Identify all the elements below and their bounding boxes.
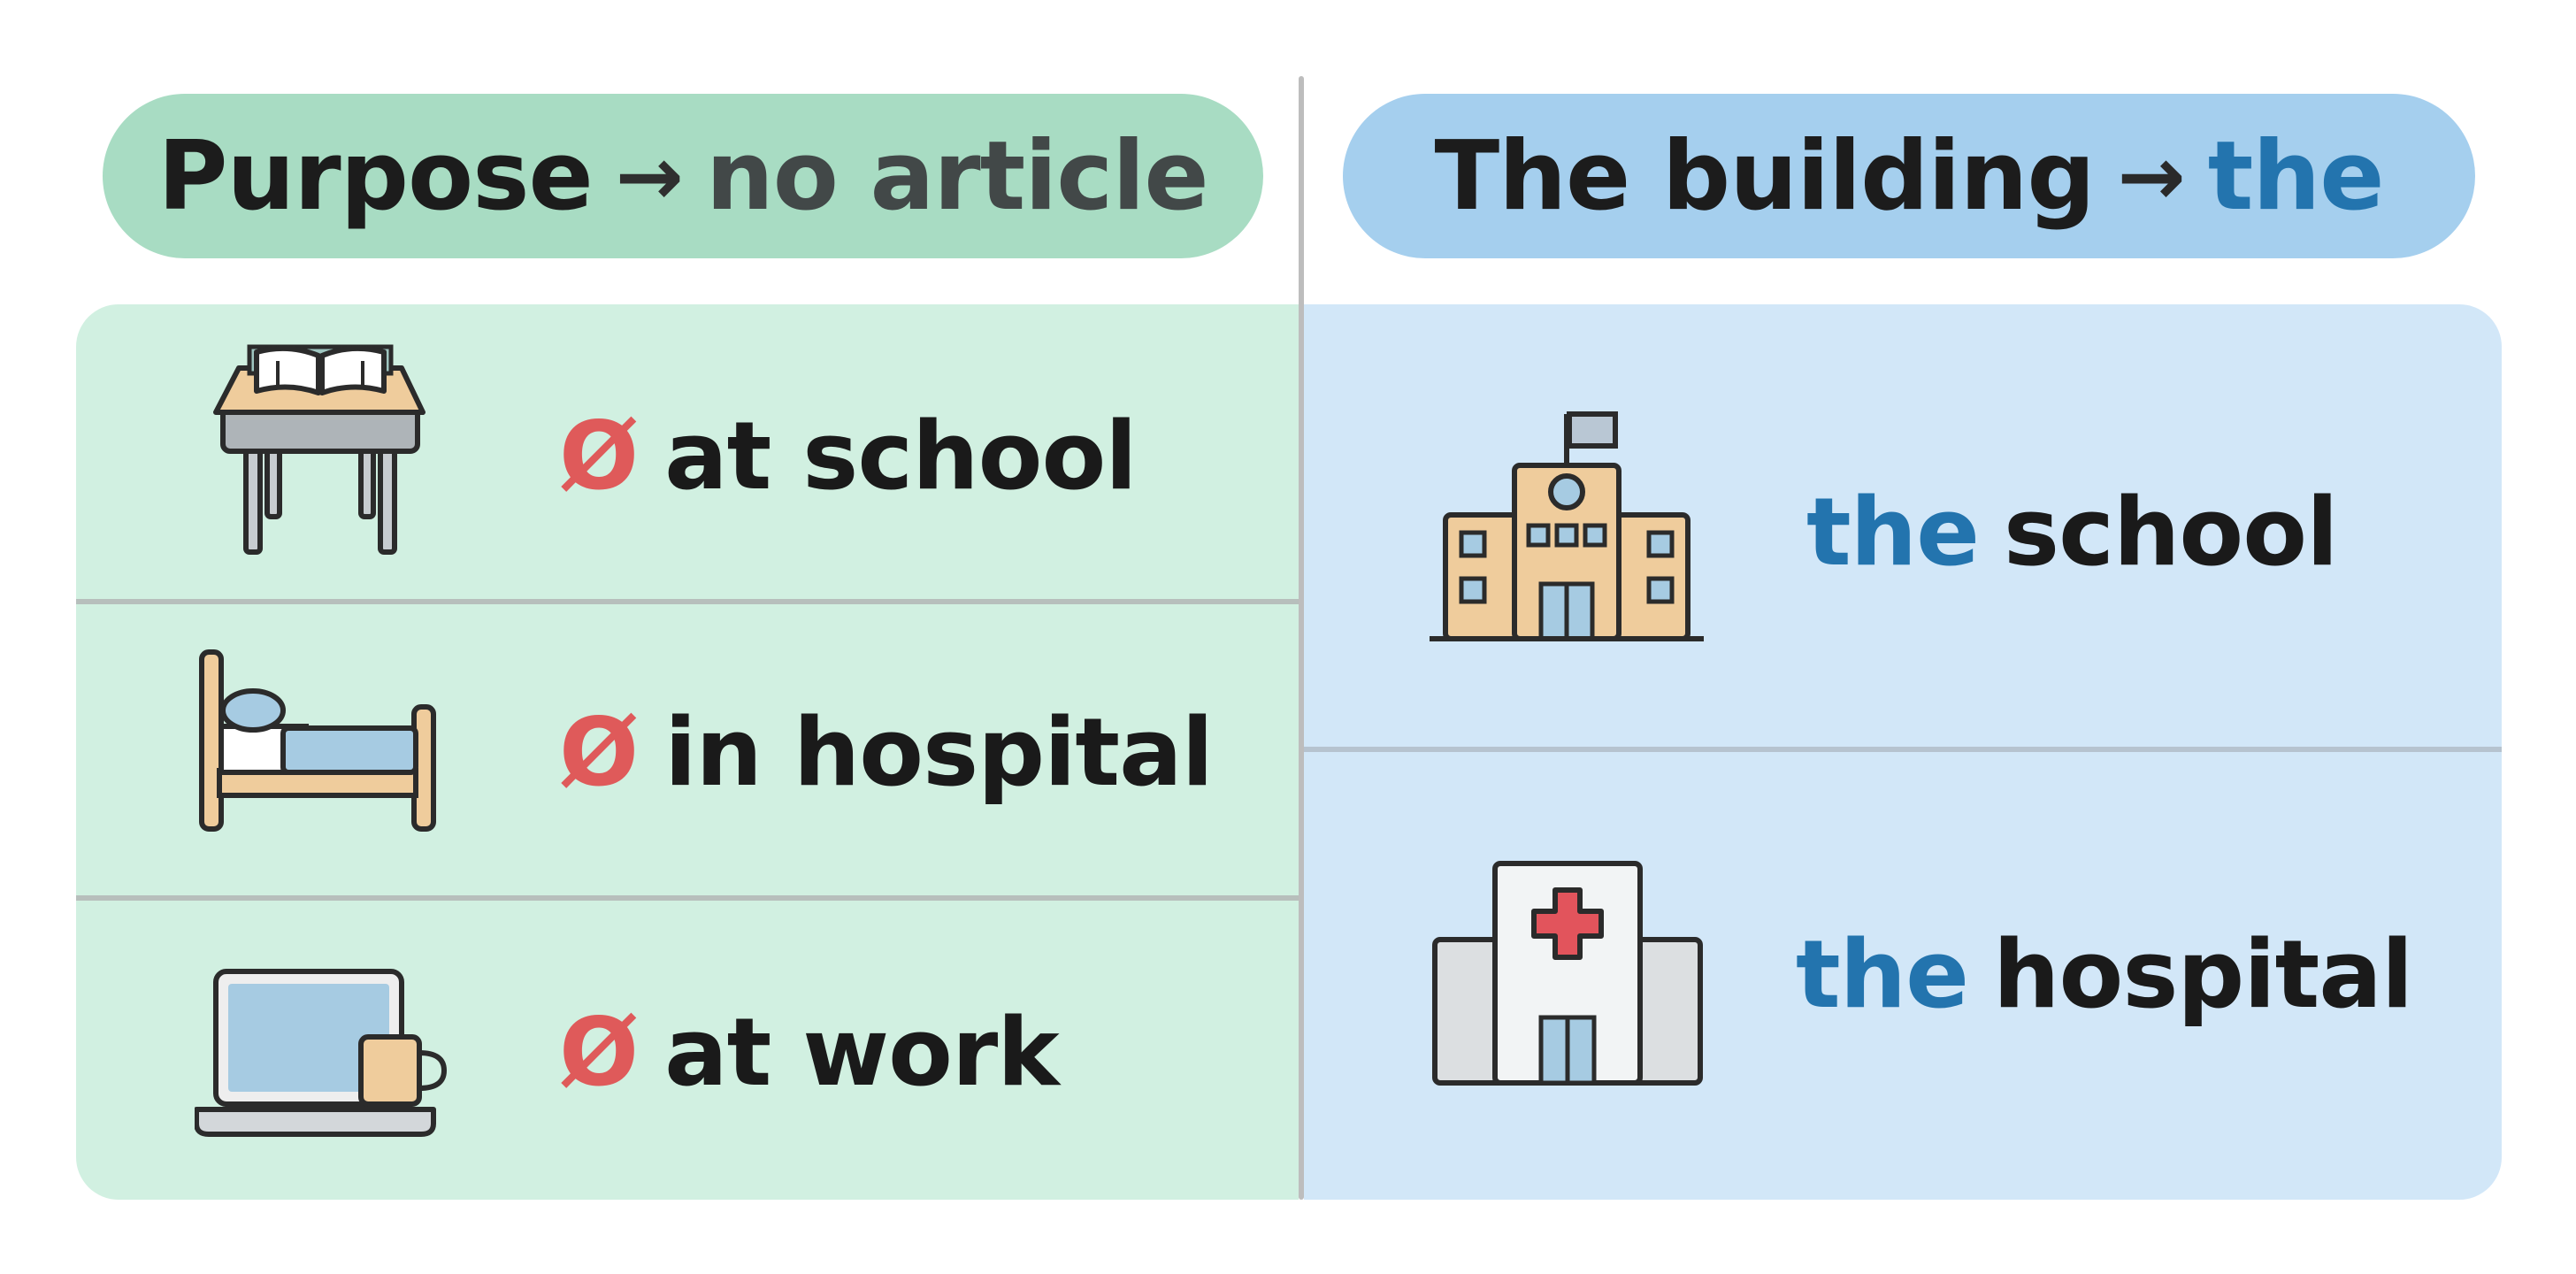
hospital-bed-icon xyxy=(199,649,436,832)
row-divider xyxy=(76,599,1299,604)
school-building-icon xyxy=(1430,411,1704,641)
header-right-part1: The building xyxy=(1434,120,2095,232)
zero-article-icon: Ø xyxy=(559,998,639,1107)
noun-text: school xyxy=(2004,478,2338,587)
hospital-building-icon xyxy=(1432,861,1703,1086)
article-the: the xyxy=(1796,920,1969,1029)
article-the: the xyxy=(1806,478,1980,587)
header-building-the: The building → the xyxy=(1343,94,2475,258)
zero-article-icon: Ø xyxy=(559,698,639,807)
center-divider xyxy=(1299,76,1304,1200)
row-divider xyxy=(1304,747,2502,752)
phrase-text: at school xyxy=(664,402,1137,510)
school-desk-icon xyxy=(213,344,426,555)
laptop-coffee-icon xyxy=(195,969,448,1137)
phrase-text: in hospital xyxy=(664,698,1214,807)
zero-article-icon: Ø xyxy=(559,402,639,510)
row-divider xyxy=(76,895,1299,901)
noun-text: hospital xyxy=(1993,920,2413,1029)
arrow-icon: → xyxy=(615,128,684,224)
arrow-icon: → xyxy=(2117,128,2186,224)
phrase-text: at work xyxy=(664,998,1060,1107)
header-right-part2: the xyxy=(2207,120,2385,232)
header-left-part2: no article xyxy=(705,120,1209,232)
header-left-part1: Purpose xyxy=(157,120,593,232)
header-purpose-no-article: Purpose → no article xyxy=(103,94,1263,258)
